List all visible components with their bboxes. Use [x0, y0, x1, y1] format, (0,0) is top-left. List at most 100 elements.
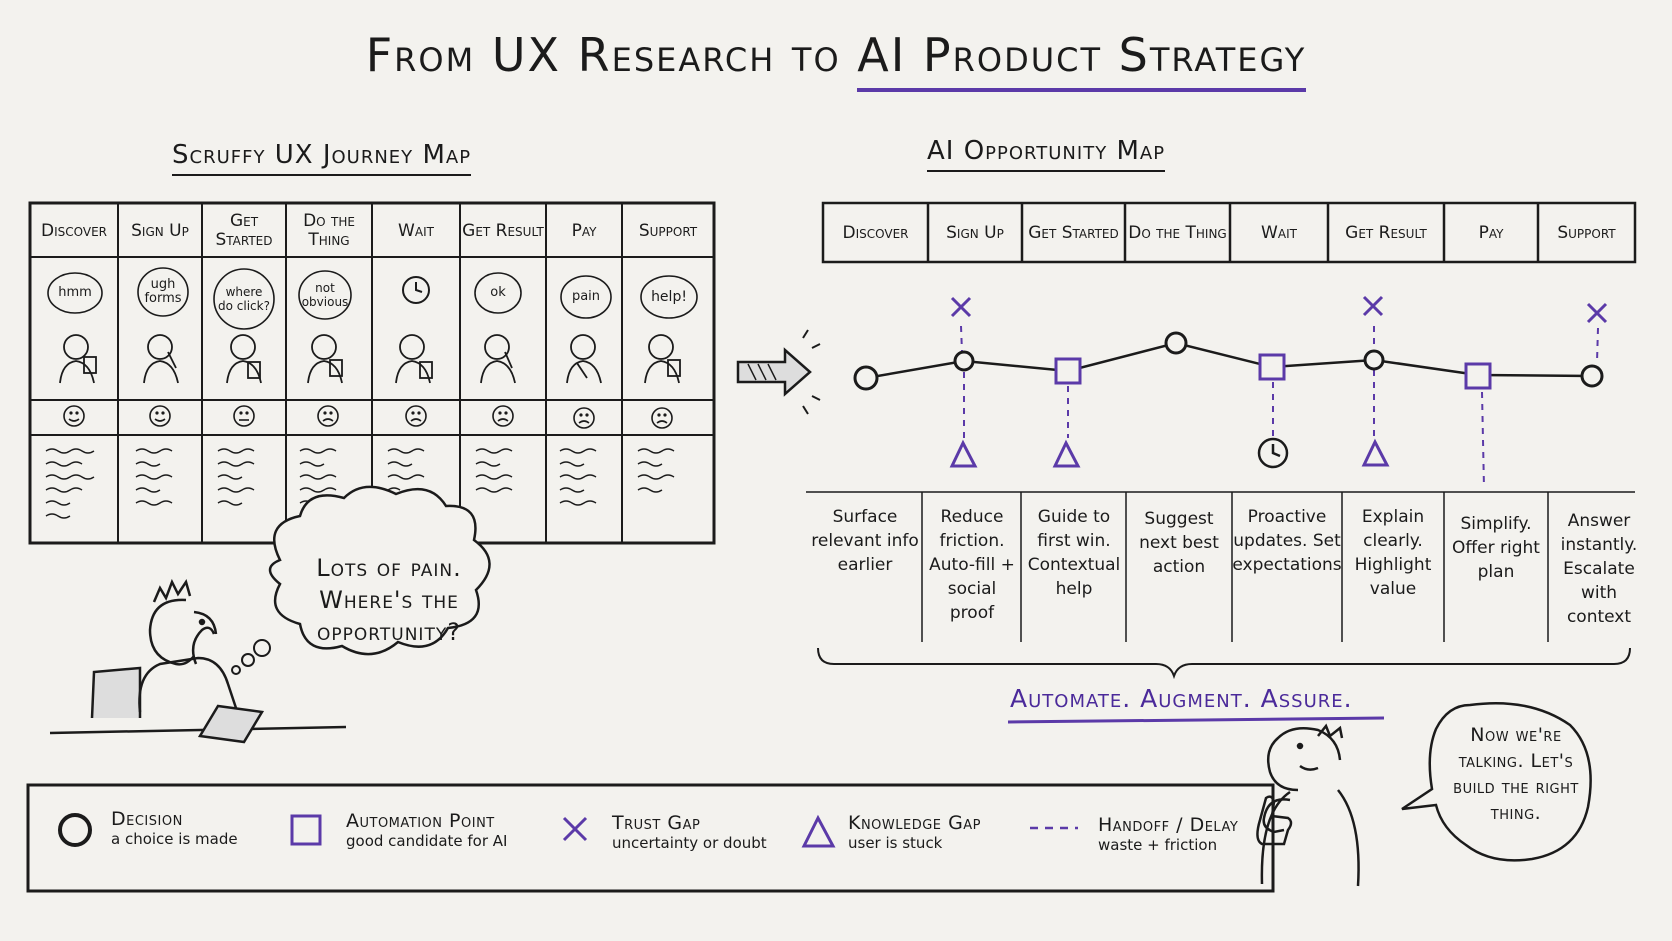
automation-square-icon [1464, 362, 1492, 390]
knowledge-gap-triangle-icon [1361, 438, 1390, 467]
persona-figure-icon [644, 334, 681, 384]
thought-help: help! [651, 289, 687, 305]
title-highlight: AI Product Strategy [857, 28, 1307, 92]
opportunity-header-bar [821, 201, 1637, 264]
sad-face-icon [573, 407, 595, 429]
trust-gap-x-icon [1362, 295, 1384, 317]
journey-personas [59, 334, 681, 384]
opportunity-stage-get-result: Get Result [1345, 222, 1427, 243]
journey-stage-wait: Wait [398, 220, 434, 241]
sad-face-icon [405, 405, 427, 427]
thought-pain: pain [571, 289, 601, 304]
legend-item-decision: Decision a choice is made [111, 808, 238, 848]
thought-not-obvious: not obvious [301, 281, 349, 309]
legend-item-automation-point: Automation Point good candidate for AI [346, 810, 508, 850]
sad-face-icon [651, 407, 673, 429]
thumbs-up-person-illustration [1256, 723, 1360, 887]
transition-arrow-icon [736, 329, 821, 415]
opportunity-pay: Simplify. Offer right plan [1452, 514, 1540, 582]
smiley-face-icon [63, 405, 85, 427]
opportunity-stage-do-the-thing: Do the Thing [1128, 222, 1227, 243]
automation-markers [1054, 353, 1492, 390]
opportunity-discover: Surface relevant info earlier [811, 507, 919, 575]
x-icon [562, 816, 588, 842]
opportunity-grid [806, 491, 1635, 642]
journey-stage-discover: Discover [41, 220, 107, 241]
trust-gap-markers [950, 295, 1608, 324]
legend-icons [58, 813, 1078, 848]
journey-stage-get-result: Get Result [462, 220, 544, 241]
opportunity-get-result: Explain clearly. Highlight value [1354, 507, 1432, 599]
journey-line [865, 341, 1593, 380]
thought-hmm: hmm [58, 285, 92, 300]
opportunity-stage-wait: Wait [1261, 222, 1297, 243]
journey-wait-clock-icon [402, 276, 430, 304]
trust-gap-x-icon [1586, 302, 1608, 324]
opportunity-stage-discover: Discover [842, 222, 909, 243]
grouping-brace [817, 647, 1631, 680]
journey-stage-pay: Pay [571, 220, 597, 241]
circle-icon [58, 813, 92, 847]
decision-circle-icon [1580, 364, 1604, 388]
opportunity-stage-get-started: Get Started [1028, 222, 1119, 243]
persona-figure-icon [395, 334, 433, 384]
emotion-faces [63, 405, 673, 429]
decision-circle-icon [1164, 331, 1188, 355]
sad-face-icon [492, 405, 514, 427]
journey-stage-support: Support [638, 220, 698, 241]
persona-figure-icon [143, 334, 179, 384]
persona-figure-icon [307, 334, 343, 384]
legend-box [26, 783, 1275, 893]
opportunity-stage-sign-up: Sign Up [946, 222, 1004, 243]
decision-circle-icon [953, 350, 975, 372]
opportunity-wait: Proactive updates. Set expectations [1232, 507, 1342, 575]
square-icon [290, 814, 322, 846]
handoff-lines [960, 325, 1599, 489]
opportunity-do-the-thing: Suggest next best action [1139, 509, 1219, 577]
thought-where-do-click: where do click? [218, 285, 270, 313]
thought-ok: ok [490, 285, 506, 300]
persona-figure-icon [480, 334, 516, 384]
journey-thought-bubbles [47, 267, 698, 330]
thinking-person-illustration [49, 578, 347, 744]
page-title: From UX Research to AI Product Strategy [0, 28, 1672, 92]
journey-stage-do-the-thing: Do the Thing [303, 211, 355, 250]
smiley-face-icon [149, 405, 171, 427]
legend-item-handoff-delay: Handoff / Delay waste + friction [1098, 814, 1239, 854]
journey-stage-get-started: Get Started [215, 211, 273, 250]
journey-map-title: Scruffy UX Journey Map [172, 140, 472, 176]
opportunity-map-title: AI Opportunity Map [927, 136, 1166, 172]
opportunity-stage-support: Support [1557, 222, 1616, 243]
tagline-underline [1007, 716, 1385, 724]
legend-item-trust-gap: Trust Gap uncertainty or doubt [612, 812, 767, 852]
persona-figure-icon [226, 334, 262, 384]
trust-gap-x-icon [950, 296, 972, 318]
journey-stage-sign-up: Sign Up [131, 220, 189, 241]
decision-circle-icon [1363, 349, 1385, 371]
thought-ugh-forms: ugh forms [144, 277, 182, 306]
thought-trail-icon [231, 639, 271, 675]
decision-circle-icon [853, 365, 879, 391]
sad-face-icon [317, 405, 339, 427]
persona-figure-icon [566, 334, 602, 384]
opportunity-get-started: Guide to first win. Contextual help [1027, 507, 1121, 599]
big-thought-bubble [268, 485, 491, 656]
persona-figure-icon [59, 334, 97, 384]
knowledge-gap-triangle-icon [949, 439, 978, 468]
legend-item-knowledge-gap: Knowledge Gap user is stuck [848, 812, 982, 852]
tagline: Automate. Augment. Assure. [1010, 684, 1353, 713]
automation-square-icon [1054, 357, 1082, 385]
speech-bubble-text: Now we're talking. Let's build the right… [1453, 724, 1579, 824]
opportunity-stage-pay: Pay [1478, 222, 1504, 243]
triangle-icon [801, 814, 836, 848]
neutral-face-icon [233, 405, 255, 427]
automation-square-icon [1258, 353, 1286, 381]
opportunity-support: Answer instantly. Escalate with context [1560, 511, 1638, 627]
knowledge-gap-triangle-icon [1052, 439, 1081, 468]
thought-bubble-text: Lots of pain. Where's the opportunity? [316, 554, 462, 646]
knowledge-gap-markers [949, 438, 1390, 468]
decision-markers [853, 331, 1604, 391]
wait-clock-icon [1257, 437, 1289, 469]
opportunity-sign-up: Reduce friction. Auto-fill + social proo… [929, 507, 1015, 623]
